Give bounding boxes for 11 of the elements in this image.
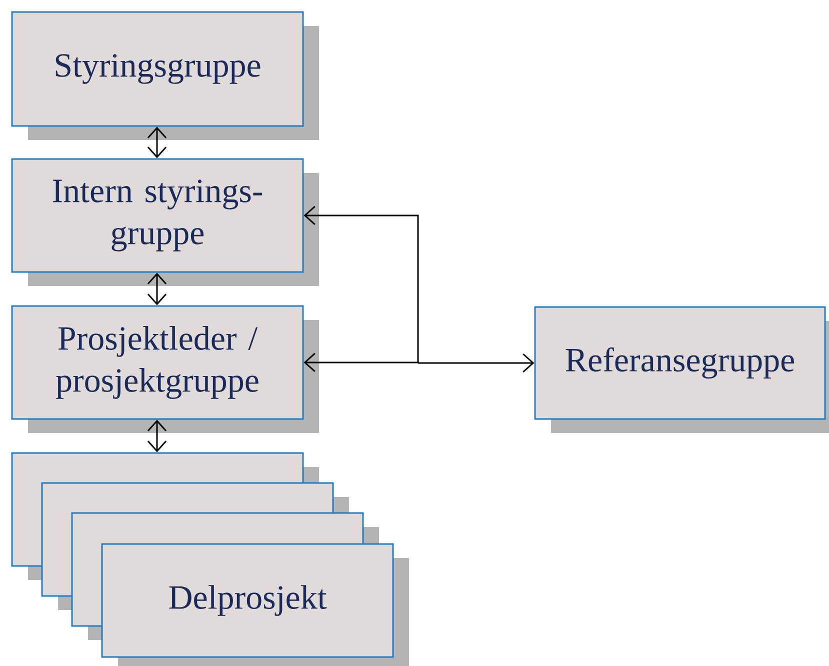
arrow — [147, 272, 167, 306]
process-box: Styringsgruppe — [11, 11, 319, 140]
process-box: Delprosjekt — [101, 543, 409, 666]
process-box: Intern styrings- gruppe — [11, 158, 319, 286]
arrow — [418, 353, 534, 373]
process-box: Referansegruppe — [534, 306, 829, 433]
arrow — [147, 420, 167, 452]
process-box: Prosjektleder / prosjektgruppe — [11, 305, 319, 433]
arrow — [304, 206, 419, 363]
arrow — [147, 126, 167, 158]
arrow — [304, 352, 419, 372]
